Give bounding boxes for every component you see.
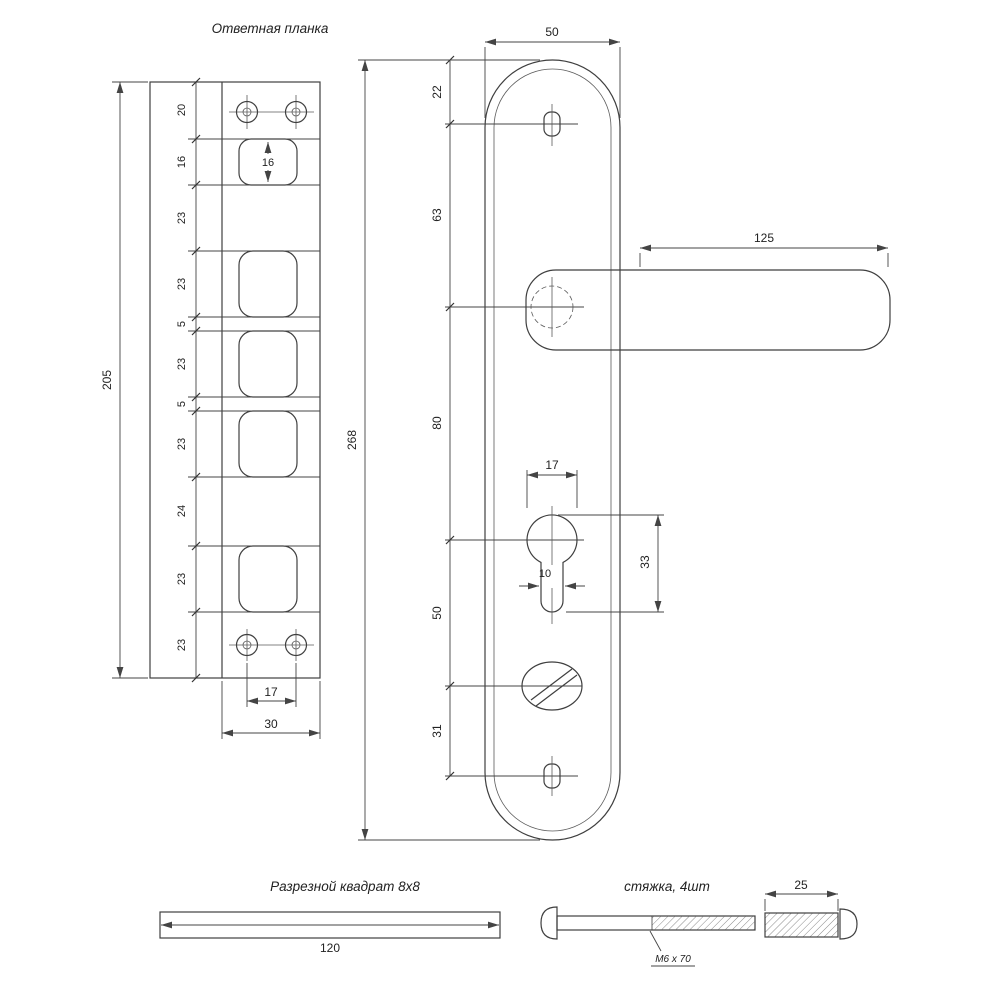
strike-plate-view: Ответная планка 16 <box>100 21 329 739</box>
strike-screw-holes-top <box>229 95 314 129</box>
square-bar-length: 120 <box>320 941 340 955</box>
chain-dim: 23 <box>176 639 188 651</box>
strike-chain-ticks <box>191 77 201 683</box>
chain-dim: 63 <box>430 208 444 222</box>
square-bar-title: Разрезной квадрат 8х8 <box>270 879 420 894</box>
screw-spacing: 17 <box>264 685 278 699</box>
latch-hole-3 <box>238 330 298 398</box>
strike-total-height: 205 <box>100 370 114 390</box>
handle-grip <box>525 269 891 351</box>
chain-dim: 24 <box>176 505 188 517</box>
plate-width-dimension: 50 <box>484 25 621 118</box>
handle-plate-outline <box>484 59 621 841</box>
chain-dim: 23 <box>176 358 188 370</box>
sleeve-body <box>764 912 839 938</box>
strike-chain-ext-lines <box>188 138 320 613</box>
sleeve-length-label: 25 <box>794 878 808 892</box>
chain-dim: 16 <box>176 156 188 168</box>
handle-ext-lines <box>445 123 584 777</box>
strike-chain-dimension: 20 16 23 23 5 23 5 23 24 23 23 <box>176 77 320 683</box>
tie-rod-title: стяжка, 4шт <box>624 879 710 894</box>
hole-16-label: 16 <box>262 157 274 169</box>
bolt-thread-label: М6 х 70 <box>655 954 691 965</box>
cylinder-width-label: 17 <box>545 458 559 472</box>
chain-dim: 80 <box>430 416 444 430</box>
strike-screw-holes-bottom <box>229 629 314 661</box>
strike-plate-title: Ответная планка <box>212 21 329 36</box>
plate-width: 30 <box>264 717 278 731</box>
strike-bottom-dimensions: 17 30 <box>221 663 321 739</box>
chain-dim: 50 <box>430 606 444 620</box>
latch-hole-5 <box>238 545 298 613</box>
euro-cylinder-hole <box>526 506 578 624</box>
chain-dim: 31 <box>430 724 444 738</box>
strike-total-height-dimension: 205 <box>100 81 148 679</box>
tie-bolt: М6 х 70 <box>540 906 756 967</box>
handle-length-label: 125 <box>754 231 774 245</box>
cylinder-height-label: 33 <box>638 555 652 569</box>
latch-hole-2 <box>238 250 298 318</box>
chain-dim: 23 <box>176 438 188 450</box>
handle-plate-view: 50 125 <box>345 25 891 841</box>
thumbturn <box>521 661 583 711</box>
bottom-fixing-slot <box>543 756 561 796</box>
sleeve-cap <box>839 908 858 940</box>
bolt-thread <box>651 915 756 931</box>
handle-chain-dimension: 22 63 80 50 31 <box>430 55 455 781</box>
latch-hole-4 <box>238 410 298 478</box>
stem-width-label: 10 <box>539 568 551 580</box>
tie-rod-view: стяжка, 4шт М6 х 70 25 <box>540 878 858 967</box>
chain-dim: 23 <box>176 573 188 585</box>
strike-latch-holes <box>238 138 298 613</box>
strike-plate-outline <box>149 81 321 679</box>
chain-dim: 22 <box>430 85 444 99</box>
top-fixing-slot <box>543 104 561 146</box>
chain-dim: 23 <box>176 212 188 224</box>
hole-16-dimension: 16 <box>262 142 274 182</box>
tie-sleeve: 25 <box>764 878 858 940</box>
cylinder-width-dimension: 17 <box>526 458 578 508</box>
chain-dim: 5 <box>176 321 188 327</box>
stem-width-dimension: 10 <box>519 568 585 590</box>
chain-dim: 5 <box>176 401 188 407</box>
handle-plate-inner-outline <box>493 68 612 832</box>
plate-width-label: 50 <box>545 25 559 39</box>
chain-dim: 20 <box>176 104 188 116</box>
chain-dim: 23 <box>176 278 188 290</box>
handle-lever <box>525 269 891 351</box>
bolt-head <box>540 906 558 940</box>
handle-total-height: 268 <box>345 430 359 450</box>
handle-length-dimension: 125 <box>639 231 889 267</box>
square-bar-outline <box>159 911 501 939</box>
handle-total-height-dimension: 268 <box>345 59 540 841</box>
square-bar-view: Разрезной квадрат 8х8 120 <box>159 879 501 955</box>
cylinder-height-dimension: 33 <box>558 514 664 613</box>
